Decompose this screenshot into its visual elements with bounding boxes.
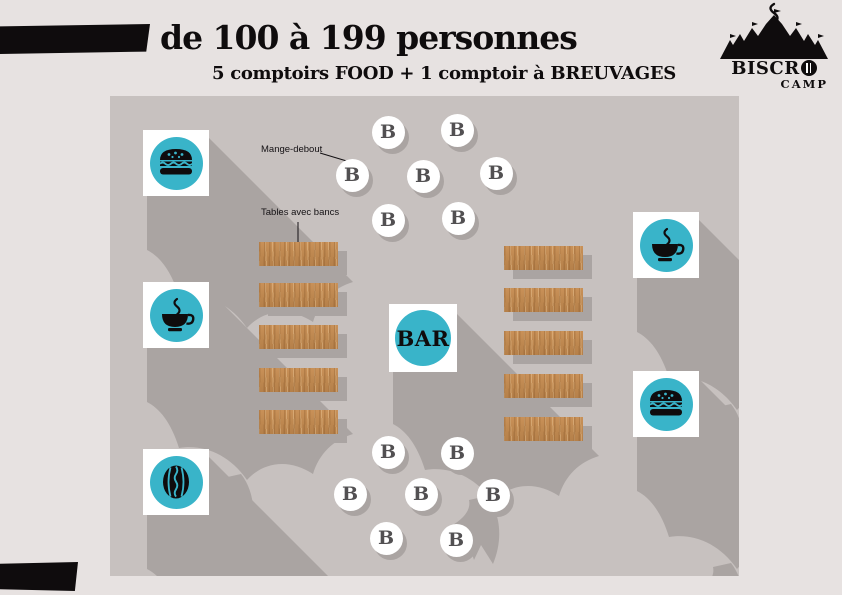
bistro-b-glyph: B (487, 162, 505, 184)
bistro-b-glyph: B (379, 441, 397, 463)
bistro-b-glyph: B (448, 442, 466, 464)
label-mange-debout: Mange-debout (261, 144, 323, 155)
page-title: de 100 à 199 personnes (160, 18, 578, 57)
teal-disc (149, 136, 203, 190)
teal-disc (639, 377, 693, 431)
bistro-camp-logo: BISCR CAMP (712, 2, 836, 96)
coffee-cup-icon (162, 297, 195, 332)
burger-icon (649, 390, 683, 416)
standing-table: B (406, 159, 440, 193)
standing-table: B (371, 435, 405, 469)
bench-table (504, 374, 583, 398)
teal-disc: BAR (395, 310, 451, 366)
label-tables-avec-bancs: Tables avec bancs (261, 207, 340, 218)
counter-burger-bottom-right (633, 371, 699, 437)
standing-table: B (335, 158, 369, 192)
standing-table: B (476, 478, 510, 512)
bistro-b-glyph: B (412, 483, 430, 505)
standing-table: B (333, 477, 367, 511)
logo-tagline: CAMP (780, 77, 828, 91)
bench-table (504, 288, 583, 312)
teal-disc (149, 288, 203, 342)
top-left-black-bar (0, 24, 150, 54)
bench-table (504, 331, 583, 355)
bench-table (259, 410, 338, 434)
bistro-b-glyph: B (377, 527, 395, 549)
bench-table (259, 325, 338, 349)
bistro-b-glyph: B (484, 484, 502, 506)
bistro-b-glyph: B (379, 121, 397, 143)
standing-table: B (479, 156, 513, 190)
teal-disc (639, 218, 693, 272)
standing-table: B (440, 113, 474, 147)
standing-table: B (371, 115, 405, 149)
page-subtitle: 5 comptoirs FOOD + 1 comptoir à BREUVAGE… (212, 63, 676, 84)
hotdog-icon (163, 465, 189, 499)
standing-table: B (371, 203, 405, 237)
bistro-b-glyph: B (414, 165, 432, 187)
bistro-b-glyph: B (343, 164, 361, 186)
counter-coffee-left (143, 282, 209, 348)
coffee-cup-icon (652, 227, 685, 262)
standing-table: B (440, 436, 474, 470)
bistro-b-glyph: B (447, 529, 465, 551)
circus-tent-icon (720, 2, 828, 59)
bistro-b-glyph: B (379, 209, 397, 231)
bistro-b-glyph: B (449, 207, 467, 229)
standing-table: B (439, 523, 473, 557)
standing-table: B (369, 521, 403, 555)
bistro-b-glyph: B (448, 119, 466, 141)
counter-hotdog-bottom-left (143, 449, 209, 515)
standing-table: B (441, 201, 475, 235)
bench-table (259, 242, 338, 266)
bistro-b-glyph: B (341, 483, 359, 505)
bench-table (504, 417, 583, 441)
logo-wordmark: BISCR (712, 58, 836, 79)
teal-disc (149, 455, 203, 509)
bar-counter: BAR (389, 304, 457, 372)
counter-burger-top-left (143, 130, 209, 196)
bench-table (504, 246, 583, 270)
burger-icon (159, 149, 193, 175)
bar-label: BAR (396, 325, 450, 351)
bottom-left-black-bar (0, 562, 78, 591)
standing-table: B (404, 477, 438, 511)
counter-coffee-top-right (633, 212, 699, 278)
bench-table (259, 368, 338, 392)
bench-table (259, 283, 338, 307)
fork-knife-o-icon (800, 60, 817, 76)
